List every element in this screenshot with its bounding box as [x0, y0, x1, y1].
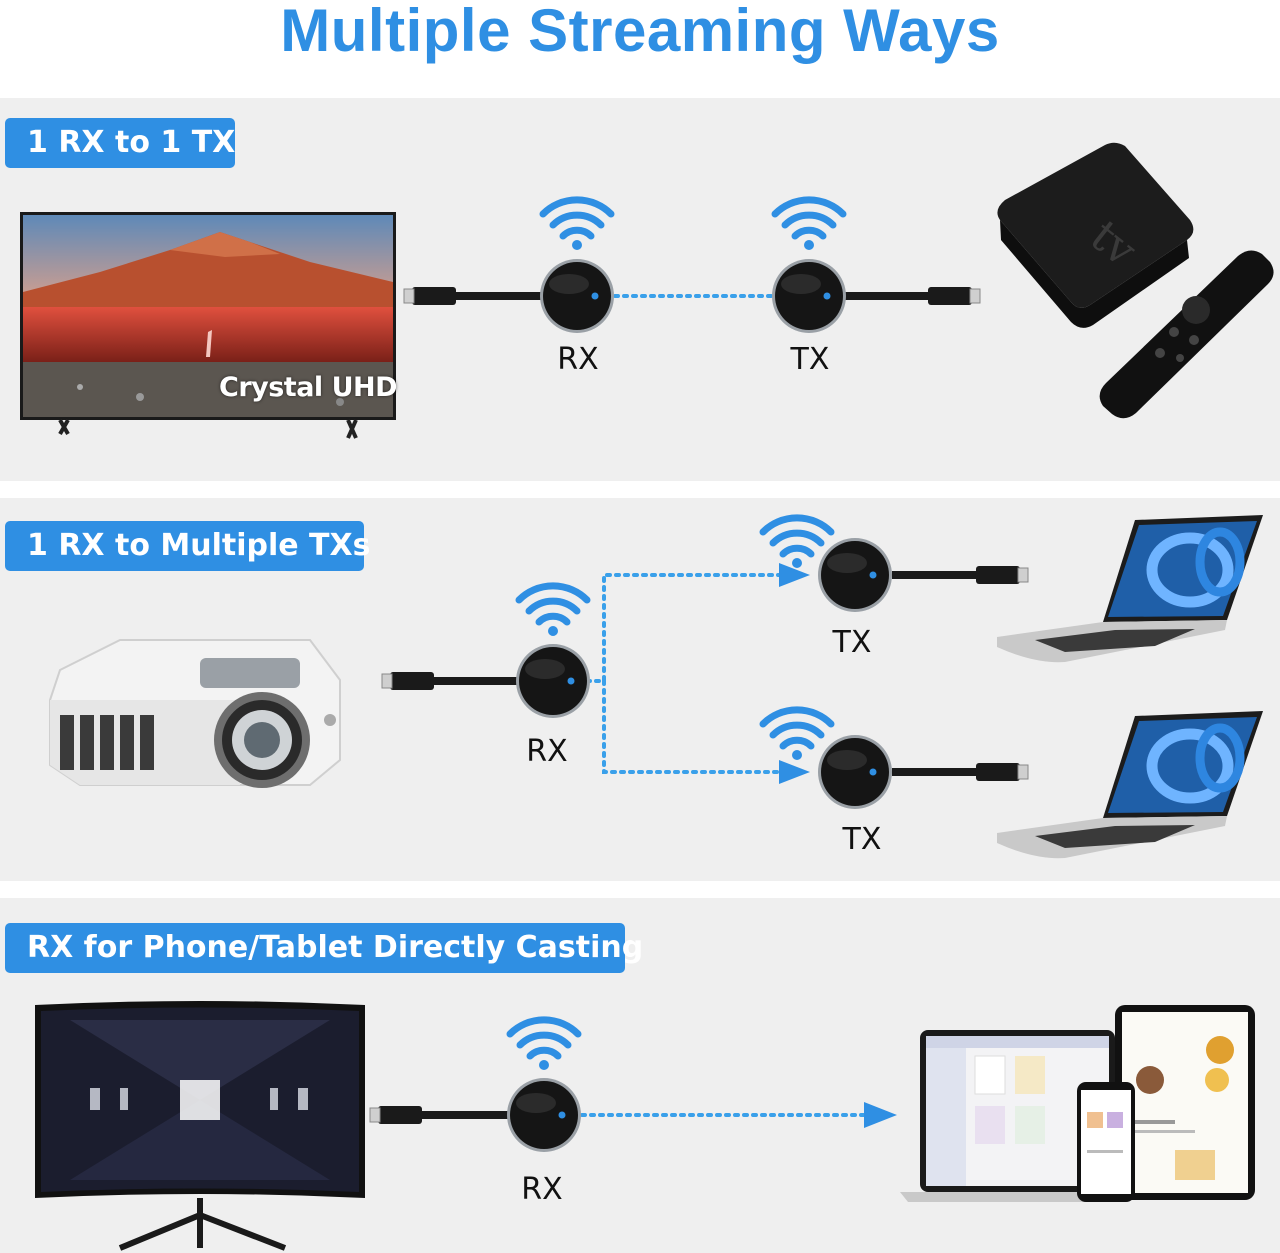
section-2-tag: 1 RX to Multiple TXs: [5, 521, 371, 571]
tx-label-2b: TX: [842, 822, 882, 857]
tv-illustration: [20, 212, 396, 439]
rx-label-2: RX: [526, 734, 568, 769]
projector: [49, 639, 341, 788]
section-3-tag: RX for Phone/Tablet Directly Casting: [5, 923, 643, 973]
arrow-icon: [864, 1102, 897, 1128]
devices-group: [900, 1005, 1255, 1202]
section-1-tag: 1 RX to 1 TX: [5, 118, 235, 168]
laptop-1: [997, 515, 1263, 663]
rx-label-1: RX: [557, 342, 599, 377]
monitor: [35, 1001, 365, 1251]
remote: [1099, 250, 1274, 419]
tx-label-1: TX: [790, 342, 830, 377]
apple-tv-box: [997, 142, 1194, 328]
tv-brand-text: Crystal UHD: [219, 372, 398, 403]
laptop-2: [997, 711, 1263, 859]
tx-label-2a: TX: [832, 625, 872, 660]
page-title: Multiple Streaming Ways: [280, 0, 1000, 64]
arrow-icon: [779, 760, 810, 784]
rx-label-3: RX: [521, 1172, 563, 1207]
arrow-icon: [779, 563, 810, 587]
